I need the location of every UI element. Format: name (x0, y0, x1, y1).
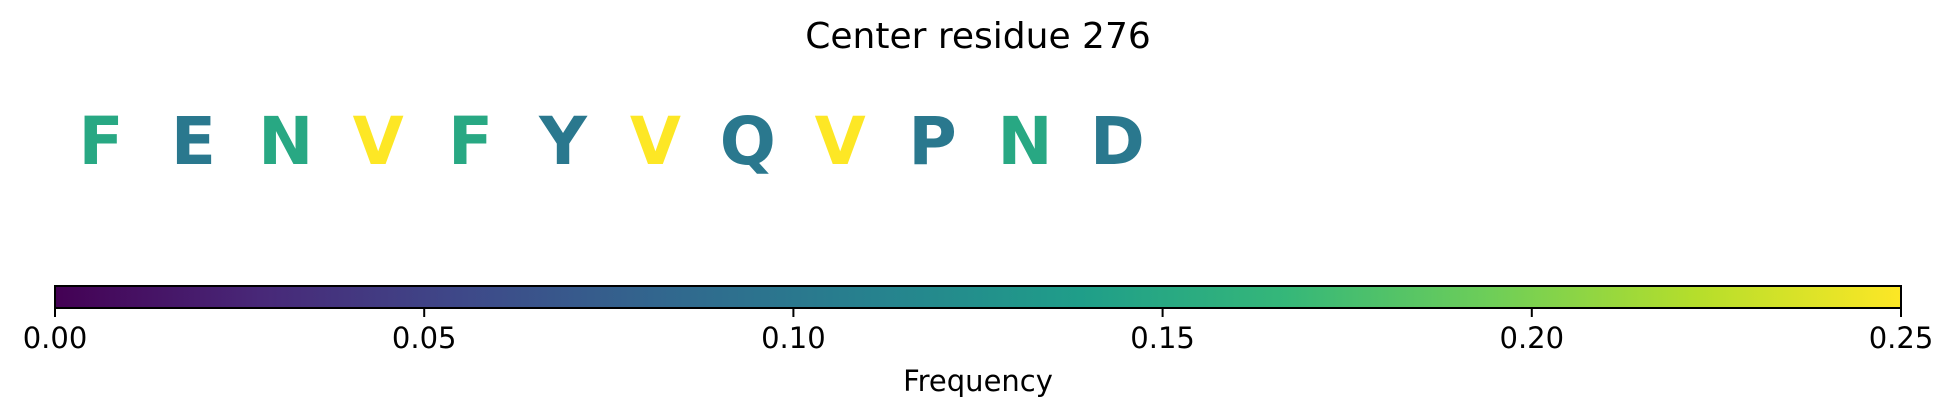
colorbar-tick-label: 0.00 (23, 321, 88, 355)
colorbar-tick-label: 0.25 (1869, 321, 1934, 355)
chart-title: Center residue 276 (805, 16, 1151, 57)
residue-letter: F (78, 103, 123, 180)
colorbar-tick-label: 0.10 (761, 321, 826, 355)
residue-letter: Q (720, 103, 776, 180)
colorbar: 0.00 0.05 0.10 0.15 0.20 0.25 Frequency (23, 285, 1934, 398)
colorbar-tick-label: 0.20 (1500, 321, 1565, 355)
residue-letter: P (908, 103, 956, 180)
residue-letter: F (448, 103, 493, 180)
residue-letter: Y (538, 103, 588, 180)
residue-letter: V (815, 103, 866, 180)
colorbar-tick-label: 0.05 (392, 321, 457, 355)
residue-letter: V (353, 103, 404, 180)
residue-letter: N (997, 103, 1052, 180)
residue-letter: N (258, 103, 313, 180)
colorbar-gradient (54, 285, 1902, 309)
colorbar-label: Frequency (903, 364, 1053, 398)
colorbar-tick-label: 0.15 (1130, 321, 1195, 355)
residue-letter: D (1090, 103, 1145, 180)
colorbar-ticks: 0.00 0.05 0.10 0.15 0.20 0.25 (23, 308, 1934, 355)
residue-letter: E (171, 103, 216, 180)
residue-letter: V (630, 103, 681, 180)
